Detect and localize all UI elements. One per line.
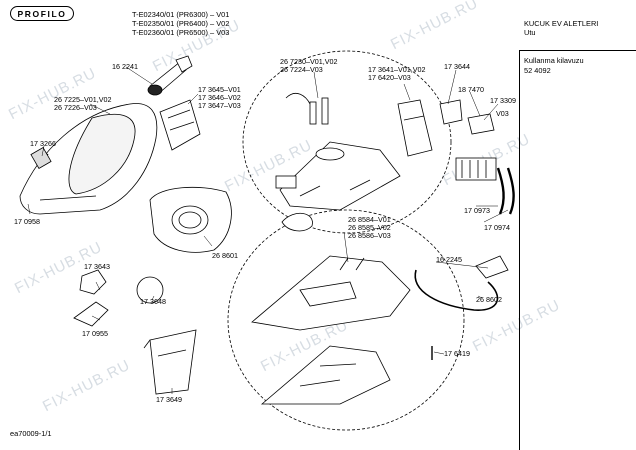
part-label: 17 0955 — [82, 329, 108, 338]
steam-chamber-part — [279, 141, 401, 211]
part-label: 17 3646–V02 — [198, 93, 241, 102]
upper-group-outline — [242, 50, 452, 234]
model-line-2: T-E02350/01 (PR6400) – V02 — [132, 19, 230, 28]
part-label: 17 0974 — [484, 223, 510, 232]
part-label: 18 7470 — [458, 85, 484, 94]
cord-guard-part — [496, 167, 505, 215]
part-label: 17 3643 — [84, 262, 110, 271]
manual-number: 52 4092 — [524, 66, 551, 75]
part-label: 17 3641–V01,V02 — [368, 65, 426, 74]
water-tank-part — [143, 329, 197, 395]
rear-cover-part — [149, 186, 232, 253]
part-label: 17 3649 — [156, 395, 182, 404]
part-label: 16 2245 — [436, 255, 462, 264]
thermostat-part — [397, 99, 433, 157]
part-label: 17 3644 — [444, 62, 470, 71]
temperature-knob-part — [79, 269, 107, 295]
part-label: 26 8602 — [476, 295, 502, 304]
seal-ring-part — [136, 276, 164, 304]
part-label: 16 2241 — [112, 62, 138, 71]
heating-plate-part — [260, 345, 391, 405]
manual-label: Kullanma kilavuzu — [524, 56, 584, 65]
power-cord-part — [414, 255, 509, 311]
knob-disc-part — [281, 213, 313, 232]
part-label: 26 7225–V01,V02 — [54, 95, 112, 104]
part-label: 26 7230–V01,V02 — [280, 57, 338, 66]
subcategory-label: Utu — [524, 28, 536, 37]
valve-assembly-part — [285, 92, 329, 125]
part-label: 17 6420–V03 — [368, 73, 411, 82]
part-label: 26 8584–V01 — [348, 215, 391, 224]
part-label: 17 6419 — [444, 349, 470, 358]
part-label: 17 3645–V01 — [198, 85, 241, 94]
part-label: 26 8586–V03 — [348, 231, 391, 240]
part-label: 26 7224–V03 — [280, 65, 323, 74]
document-id: ea70009-1/1 — [10, 429, 52, 438]
part-label: 17 0958 — [14, 217, 40, 226]
brand-logo: PROFILO — [10, 6, 74, 21]
part-label: 17 3309 — [490, 96, 516, 105]
switch-part — [439, 99, 463, 125]
leader-lines — [27, 66, 509, 394]
part-label: 26 7226–V03 — [54, 103, 97, 112]
top-cover-part — [159, 99, 201, 151]
vertical-divider — [519, 50, 520, 450]
iron-housing-part — [19, 103, 158, 215]
bracket-part — [275, 175, 297, 189]
part-label: 26 8601 — [212, 251, 238, 260]
part-label: V03 — [496, 109, 509, 118]
cord-guard-part — [506, 167, 515, 215]
part-label: 26 8585–V02 — [348, 223, 391, 232]
spray-button-part — [73, 301, 109, 327]
steam-knob-part — [147, 55, 193, 96]
soleplate-part — [251, 255, 411, 331]
part-label: 17 3266 — [30, 139, 56, 148]
part-label: 17 3647–V03 — [198, 101, 241, 110]
fuse-part — [467, 113, 495, 135]
terminal-block-part — [455, 157, 497, 181]
part-label: 17 3648 — [140, 297, 166, 306]
category-label: KUCUK EV ALETLERI — [524, 19, 599, 28]
part-label: 17 0973 — [464, 206, 490, 215]
lower-group-outline — [227, 209, 465, 431]
model-line-1: T-E02340/01 (PR6300) – V01 — [132, 10, 230, 19]
indicator-lens-part — [30, 147, 52, 169]
model-line-3: T-E02360/01 (PR6500) – V03 — [132, 28, 230, 37]
horizontal-divider — [519, 50, 636, 51]
